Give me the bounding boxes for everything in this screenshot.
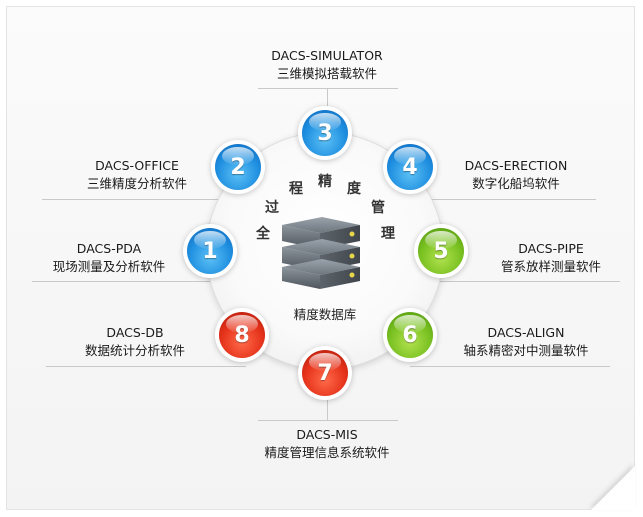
node-4-subtitle: 数字化船坞软件 [472,176,560,191]
node-1[interactable]: 1 [187,228,233,274]
arc-char-5: 度 [347,181,361,197]
connector-line-6 [410,366,610,367]
node-1-title: DACS-PDA [76,241,142,256]
arc-char-1: 全 [256,226,270,242]
node-6[interactable]: 6 [387,312,433,358]
arc-char-7: 理 [381,226,395,242]
node-7-label: DACS-MIS 精度管理信息系统软件 [264,426,389,462]
node-5[interactable]: 5 [418,228,464,274]
node-8[interactable]: 8 [219,312,265,358]
connector-line-7 [258,420,398,421]
arc-char-3: 程 [289,181,303,197]
node-5-title: DACS-PIPE [518,241,584,256]
database-server-icon [282,217,360,289]
node-1-label: DACS-PDA 现场测量及分析软件 [53,240,166,276]
node-6-title: DACS-ALIGN [487,325,565,340]
connector-vline-7 [327,398,328,420]
node-2[interactable]: 2 [215,144,261,190]
page-fold-corner [591,466,635,510]
node-2-number: 2 [230,154,246,180]
node-8-number: 8 [234,322,250,348]
node-3-number: 3 [317,120,333,146]
connector-line-1 [32,281,210,282]
node-1-number: 1 [202,238,218,264]
connector-vline-3 [327,88,328,110]
node-8-title: DACS-DB [106,325,164,340]
connector-line-2 [42,199,232,200]
node-3[interactable]: 3 [302,110,348,156]
node-5-label: DACS-PIPE 管系放样测量软件 [501,240,601,276]
node-7-title: DACS-MIS [296,427,358,442]
node-3-subtitle: 三维模拟搭载软件 [276,66,377,81]
node-2-label: DACS-OFFICE 三维精度分析软件 [87,157,187,193]
node-4[interactable]: 4 [387,144,433,190]
node-8-subtitle: 数据统计分析软件 [84,343,186,358]
node-2-title: DACS-OFFICE [95,158,179,173]
node-3-label: DACS-SIMULATOR 三维模拟搭载软件 [271,47,382,83]
arc-char-6: 管 [371,200,385,216]
arc-char-2: 过 [265,200,279,216]
node-4-number: 4 [402,154,418,180]
node-2-subtitle: 三维精度分析软件 [86,176,188,191]
node-7-number: 7 [317,360,333,386]
node-5-number: 5 [433,238,449,264]
connector-line-8 [46,366,246,367]
node-7-subtitle: 精度管理信息系统软件 [264,445,390,460]
node-7[interactable]: 7 [302,350,348,396]
node-5-subtitle: 管系放样测量软件 [500,259,602,274]
arc-char-4: 精 [318,174,332,190]
node-1-subtitle: 现场测量及分析软件 [52,259,166,274]
connector-line-4 [410,199,596,200]
node-6-number: 6 [402,322,418,348]
node-4-title: DACS-ERECTION [464,158,568,173]
node-8-label: DACS-DB 数据统计分析软件 [85,324,185,360]
connector-line-3 [258,88,398,89]
node-4-label: DACS-ERECTION 数字化船坞软件 [465,157,568,193]
connector-line-5 [440,281,620,282]
database-label: 精度数据库 [293,307,357,322]
node-3-title: DACS-SIMULATOR [271,48,383,63]
node-6-subtitle: 轴系精密对中测量软件 [463,343,589,358]
node-6-label: DACS-ALIGN 轴系精密对中测量软件 [463,324,588,360]
